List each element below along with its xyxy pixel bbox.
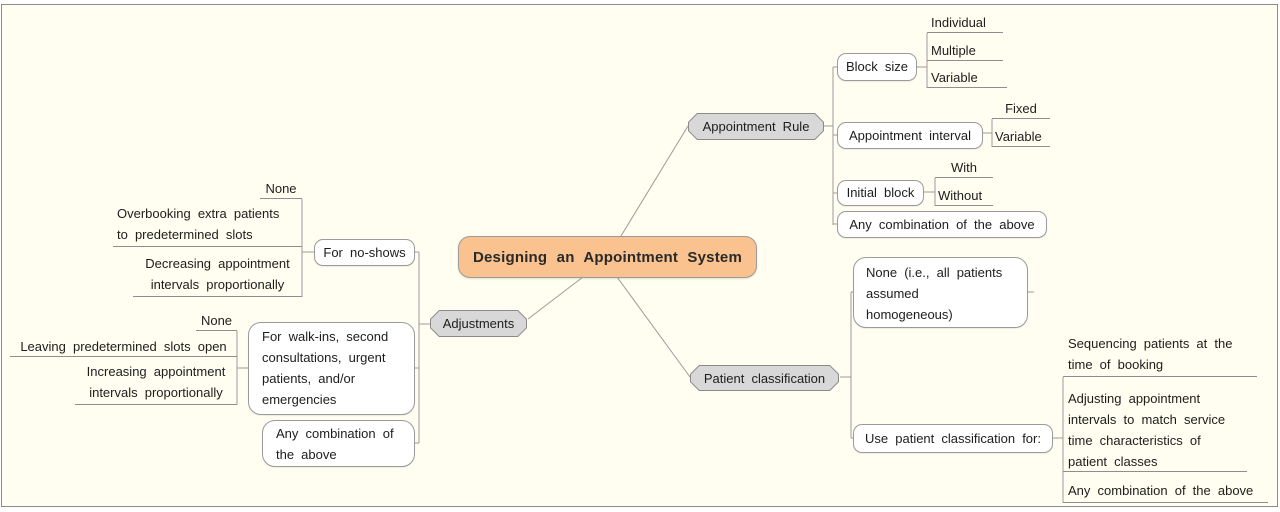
edge-walk-ins-children — [236, 331, 248, 405]
leaf-without[interactable]: Without — [935, 187, 993, 206]
leaf-variable-interval[interactable]: Variable — [992, 128, 1050, 147]
node-any-combination-rule[interactable]: Any combination of the above — [837, 211, 1047, 238]
leaf-adjusting-intervals[interactable]: Adjusting appointment intervals to match… — [1063, 388, 1247, 472]
branch-adjustments-label: Adjustments — [431, 311, 526, 336]
edge-patient-classification-children — [840, 291, 1034, 439]
node-appointment-interval[interactable]: Appointment interval — [837, 122, 983, 149]
node-for-no-shows[interactable]: For no-shows — [314, 239, 415, 266]
leaf-increasing-intervals[interactable]: Increasing appointment intervals proport… — [75, 361, 237, 405]
leaf-variable-block[interactable]: Variable — [927, 69, 1007, 88]
leaf-none-walk-ins[interactable]: None — [196, 312, 237, 331]
branch-patient-classification-label: Patient classification — [691, 366, 838, 390]
leaf-overbooking[interactable]: Overbooking extra patients to predetermi… — [113, 203, 302, 247]
node-initial-block[interactable]: Initial block — [837, 180, 924, 206]
leaf-multiple[interactable]: Multiple — [927, 42, 1003, 61]
leaf-any-combination-classification[interactable]: Any combination of the above — [1063, 480, 1268, 503]
leaf-sequencing-patients[interactable]: Sequencing patients at the time of booki… — [1063, 333, 1257, 377]
edge-adjustments-children — [415, 251, 430, 444]
node-for-walk-ins[interactable]: For walk-ins, second consultations, urge… — [248, 322, 415, 415]
node-block-size[interactable]: Block size — [837, 53, 917, 81]
leaf-fixed[interactable]: Fixed — [992, 100, 1050, 119]
branch-appointment-rule-label: Appointment Rule — [689, 114, 823, 139]
edge-block-size-children — [917, 33, 928, 88]
edge-appointment-rule-children — [824, 66, 837, 225]
branch-appointment-rule[interactable]: Appointment Rule — [688, 113, 824, 140]
edge-initial-block-children — [924, 178, 936, 206]
leaf-decreasing-intervals[interactable]: Decreasing appointment intervals proport… — [133, 253, 302, 297]
node-any-combination-adjustments[interactable]: Any combination of the above — [262, 420, 415, 467]
leaf-none-no-shows[interactable]: None — [260, 180, 302, 199]
node-use-patient-classification[interactable]: Use patient classification for: — [853, 424, 1053, 453]
edge-no-shows-children — [301, 199, 314, 297]
edge-central-adjustments — [527, 276, 584, 320]
node-none-homogeneous[interactable]: None (i.e., all patients assumed homogen… — [853, 257, 1028, 328]
branch-adjustments[interactable]: Adjustments — [430, 310, 527, 337]
central-node[interactable]: Designing an Appointment System — [458, 236, 757, 278]
leaf-individual[interactable]: Individual — [927, 14, 1003, 33]
edge-central-patient-classification — [616, 276, 691, 378]
edge-central-appointment-rule — [620, 125, 689, 237]
edge-use-classification-children — [1053, 377, 1064, 503]
leaf-leaving-slots-open[interactable]: Leaving predetermined slots open — [10, 337, 237, 357]
leaf-with[interactable]: With — [935, 159, 993, 178]
edge-appointment-interval-children — [983, 119, 993, 147]
branch-patient-classification[interactable]: Patient classification — [690, 365, 839, 391]
